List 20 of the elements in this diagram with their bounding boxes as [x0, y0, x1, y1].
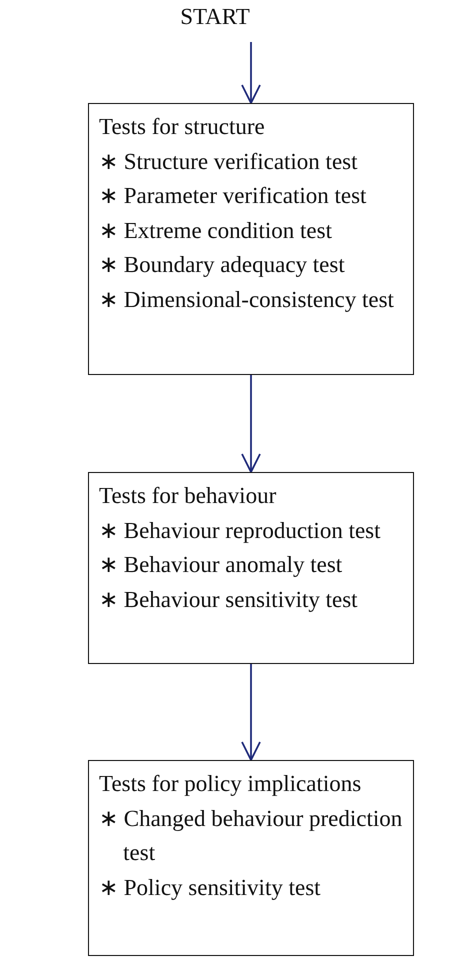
box-heading: Tests for structure	[99, 113, 266, 141]
process-box	[88, 472, 414, 664]
list-item: ∗ Policy sensitivity test	[99, 874, 322, 902]
arrow	[241, 664, 261, 761]
process-box	[88, 103, 414, 375]
arrow	[241, 42, 261, 104]
box-heading: Tests for policy implications	[99, 770, 362, 798]
list-item: ∗ Behaviour sensitivity test	[99, 586, 359, 614]
list-item: ∗ Boundary adequacy test	[99, 251, 346, 279]
list-item: ∗ Behaviour reproduction test	[99, 516, 382, 545]
list-item: ∗ Structure verification test	[99, 148, 359, 176]
list-item: ∗ Extreme condition test	[99, 216, 333, 244]
arrow	[241, 375, 261, 473]
list-item: ∗ Changed behaviour prediction test	[99, 804, 404, 867]
list-item: ∗ Parameter verification test	[99, 182, 368, 210]
list-item: ∗ Dimensional-consistency test	[99, 286, 395, 314]
process-box	[88, 760, 414, 956]
box-heading: Tests for behaviour	[99, 482, 278, 510]
start-label: START	[179, 4, 251, 30]
list-item: ∗ Behaviour anomaly test	[99, 551, 344, 579]
